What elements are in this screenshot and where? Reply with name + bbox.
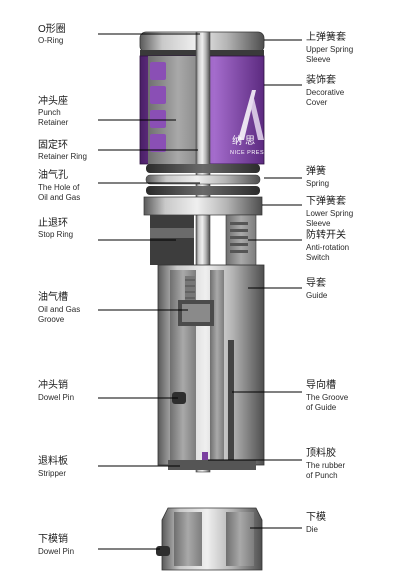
label-retainer-ring: 固定环 Retainer Ring (38, 138, 87, 161)
svg-text:防转开关: 防转开关 (306, 228, 346, 241)
svg-text:下弹簧套: 下弹簧套 (306, 194, 346, 207)
svg-text:of Punch: of Punch (306, 471, 338, 480)
svg-text:Upper Spring: Upper Spring (306, 45, 353, 54)
svg-text:Switch: Switch (306, 253, 330, 262)
svg-text:油气孔: 油气孔 (38, 168, 68, 181)
label-o-ring: O形圈 O-Ring (38, 23, 66, 45)
svg-text:O-Ring: O-Ring (38, 36, 63, 45)
svg-text:Retainer Ring: Retainer Ring (38, 152, 87, 161)
svg-text:退料板: 退料板 (38, 454, 68, 467)
label-die: 下模 Die (306, 511, 326, 534)
label-upper-spring-sleeve: 上弹簧套 Upper Spring Sleeve (306, 30, 353, 64)
svg-text:导向槽: 导向槽 (306, 378, 336, 391)
label-groove-of-guide: 导向槽 The Groove of Guide (306, 378, 349, 412)
label-decorative-cover: 装饰套 Decorative Cover (306, 73, 345, 107)
label-anti-rotation-switch: 防转开关 Anti-rotation Switch (306, 228, 349, 262)
svg-text:导套: 导套 (306, 276, 326, 289)
svg-text:下模销: 下模销 (38, 532, 68, 545)
svg-text:Retainer: Retainer (38, 118, 69, 127)
label-spring: 弹簧 Spring (306, 164, 329, 188)
leader-lines (98, 33, 302, 550)
label-punch-retainer: 冲头座 Punch Retainer (38, 94, 69, 127)
svg-text:The Hole of: The Hole of (38, 183, 80, 192)
svg-text:Dowel Pin: Dowel Pin (38, 393, 74, 402)
svg-text:Punch: Punch (38, 108, 61, 117)
svg-text:Sleeve: Sleeve (306, 55, 331, 64)
svg-text:装饰套: 装饰套 (306, 73, 336, 86)
label-lower-dowel-pin: 下模销 Dowel Pin (38, 532, 74, 556)
label-rubber-of-punch: 顶料胶 The rubber of Punch (306, 446, 345, 480)
die-part (156, 507, 263, 571)
label-guide: 导套 Guide (306, 276, 328, 300)
svg-text:Die: Die (306, 525, 319, 534)
svg-text:Dowel Pin: Dowel Pin (38, 547, 74, 556)
svg-text:Oil and Gas: Oil and Gas (38, 305, 80, 314)
spring-part (145, 164, 261, 195)
punch-assembly-illustration: 纳 思 NICE PRESS (139, 31, 268, 571)
label-lower-spring-sleeve: 下弹簧套 Lower Spring Sleeve (306, 194, 353, 228)
svg-text:Guide: Guide (306, 291, 328, 300)
svg-text:冲头销: 冲头销 (38, 378, 68, 391)
svg-text:下模: 下模 (306, 511, 326, 523)
anti-rotation-switch-part (225, 214, 257, 268)
svg-text:Stripper: Stripper (38, 469, 66, 478)
svg-text:Cover: Cover (306, 98, 328, 107)
svg-text:Anti-rotation: Anti-rotation (306, 243, 349, 252)
svg-text:The rubber: The rubber (306, 461, 345, 470)
svg-text:Lower Spring: Lower Spring (306, 209, 353, 218)
logo-mark: 纳 思 (232, 134, 255, 147)
label-dowel-pin: 冲头销 Dowel Pin (38, 378, 74, 402)
label-stripper: 退料板 Stripper (38, 454, 68, 478)
svg-text:止退环: 止退环 (38, 217, 68, 229)
svg-text:上弹簧套: 上弹簧套 (306, 30, 346, 43)
svg-text:The Groove: The Groove (306, 393, 349, 402)
svg-text:固定环: 固定环 (38, 138, 68, 151)
svg-text:of Guide: of Guide (306, 403, 337, 412)
svg-text:Spring: Spring (306, 179, 329, 188)
svg-text:顶料胶: 顶料胶 (306, 446, 336, 459)
label-stop-ring: 止退环 Stop Ring (38, 217, 73, 239)
lower-spring-sleeve-part (143, 196, 263, 216)
label-oil-gas-hole: 油气孔 The Hole of Oil and Gas (38, 168, 80, 202)
svg-text:Sleeve: Sleeve (306, 219, 331, 228)
svg-text:Groove: Groove (38, 315, 65, 324)
label-oil-gas-groove: 油气槽 Oil and Gas Groove (38, 290, 80, 324)
svg-text:Decorative: Decorative (306, 88, 345, 97)
labels-right: 上弹簧套 Upper Spring Sleeve 装饰套 Decorative … (306, 30, 353, 534)
guide-part (157, 264, 265, 466)
svg-text:弹簧: 弹簧 (306, 164, 326, 177)
svg-text:Oil and Gas: Oil and Gas (38, 193, 80, 202)
svg-text:油气槽: 油气槽 (38, 290, 68, 303)
stripper-part (168, 460, 256, 470)
svg-text:O形圈: O形圈 (38, 23, 66, 35)
labels-left: O形圈 O-Ring 冲头座 Punch Retainer 固定环 Retain… (38, 23, 87, 556)
svg-text:冲头座: 冲头座 (38, 94, 68, 107)
logo-subtext: NICE PRESS (230, 150, 268, 156)
svg-text:Stop Ring: Stop Ring (38, 230, 73, 239)
